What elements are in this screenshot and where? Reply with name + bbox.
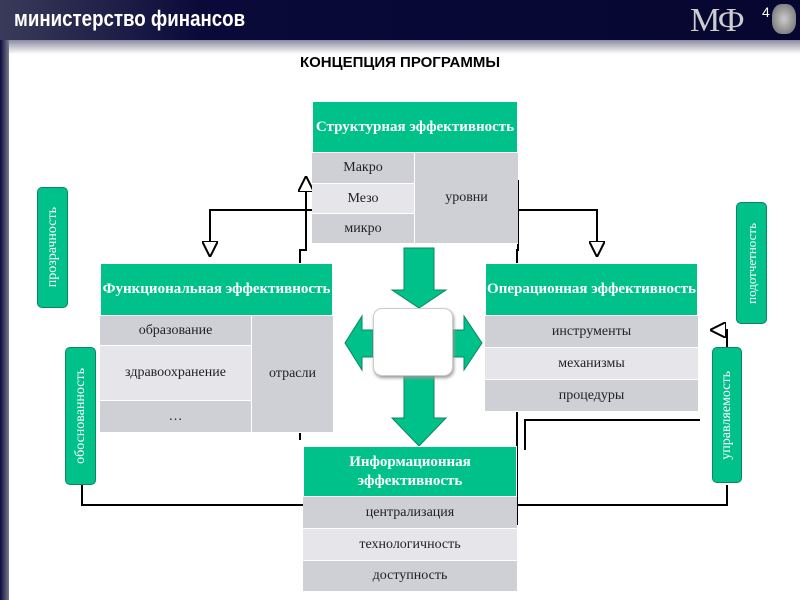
functional-title: Функциональная эффективность <box>100 263 333 316</box>
row-healthcare: здравоохранение <box>100 346 251 401</box>
row-meso: Мезо <box>312 184 414 214</box>
brand-text: министерство финансов <box>14 6 246 31</box>
group-sectors: отрасли <box>252 316 333 433</box>
slide-title: КОНЦЕПЦИЯ ПРОГРАММЫ <box>299 54 501 71</box>
pill-justification: обоснованность <box>65 347 96 485</box>
operational-box: Операционная эффективность инструменты м… <box>485 263 698 412</box>
informational-box: Информационная эффективность централизац… <box>303 446 517 592</box>
pill-accountability-label: подотчетность <box>743 222 759 304</box>
row-centralization: централизация <box>303 497 517 529</box>
structural-title: Структурная эффективность <box>312 101 518 153</box>
functional-box: Функциональная эффективность образование… <box>100 263 333 433</box>
row-micro: микро <box>312 214 414 244</box>
row-technology: технологичность <box>303 529 517 561</box>
header-shadow <box>0 40 800 54</box>
row-accessibility: доступность <box>303 561 517 592</box>
row-procedures: процедуры <box>485 380 698 412</box>
header-bar: министерство финансов МФ 4 <box>0 0 800 40</box>
row-macro: Макро <box>312 153 414 184</box>
center-box <box>373 308 453 376</box>
operational-title: Операционная эффективность <box>485 263 698 316</box>
row-instruments: инструменты <box>485 316 698 348</box>
pill-manageability-label: управляемость <box>719 370 734 460</box>
informational-title: Информационная эффективность <box>303 446 517 497</box>
row-ellipsis: … <box>100 401 251 433</box>
group-levels: уровни <box>415 153 518 244</box>
left-bar <box>0 40 9 600</box>
emblem-icon <box>772 4 796 34</box>
pill-manageability: управляемость <box>712 347 742 483</box>
row-education: образование <box>100 316 251 346</box>
pill-accountability: подотчетность <box>736 202 767 324</box>
pill-justification-label: обоснованность <box>72 368 88 464</box>
pill-transparency: прозрачность <box>37 187 68 308</box>
page-number: 4 <box>762 4 770 20</box>
pill-transparency-label: прозрачность <box>44 207 60 288</box>
ministry-logo: МФ <box>690 2 745 39</box>
structural-box: Структурная эффективность Макро Мезо мик… <box>312 101 518 244</box>
row-mechanisms: механизмы <box>485 348 698 380</box>
